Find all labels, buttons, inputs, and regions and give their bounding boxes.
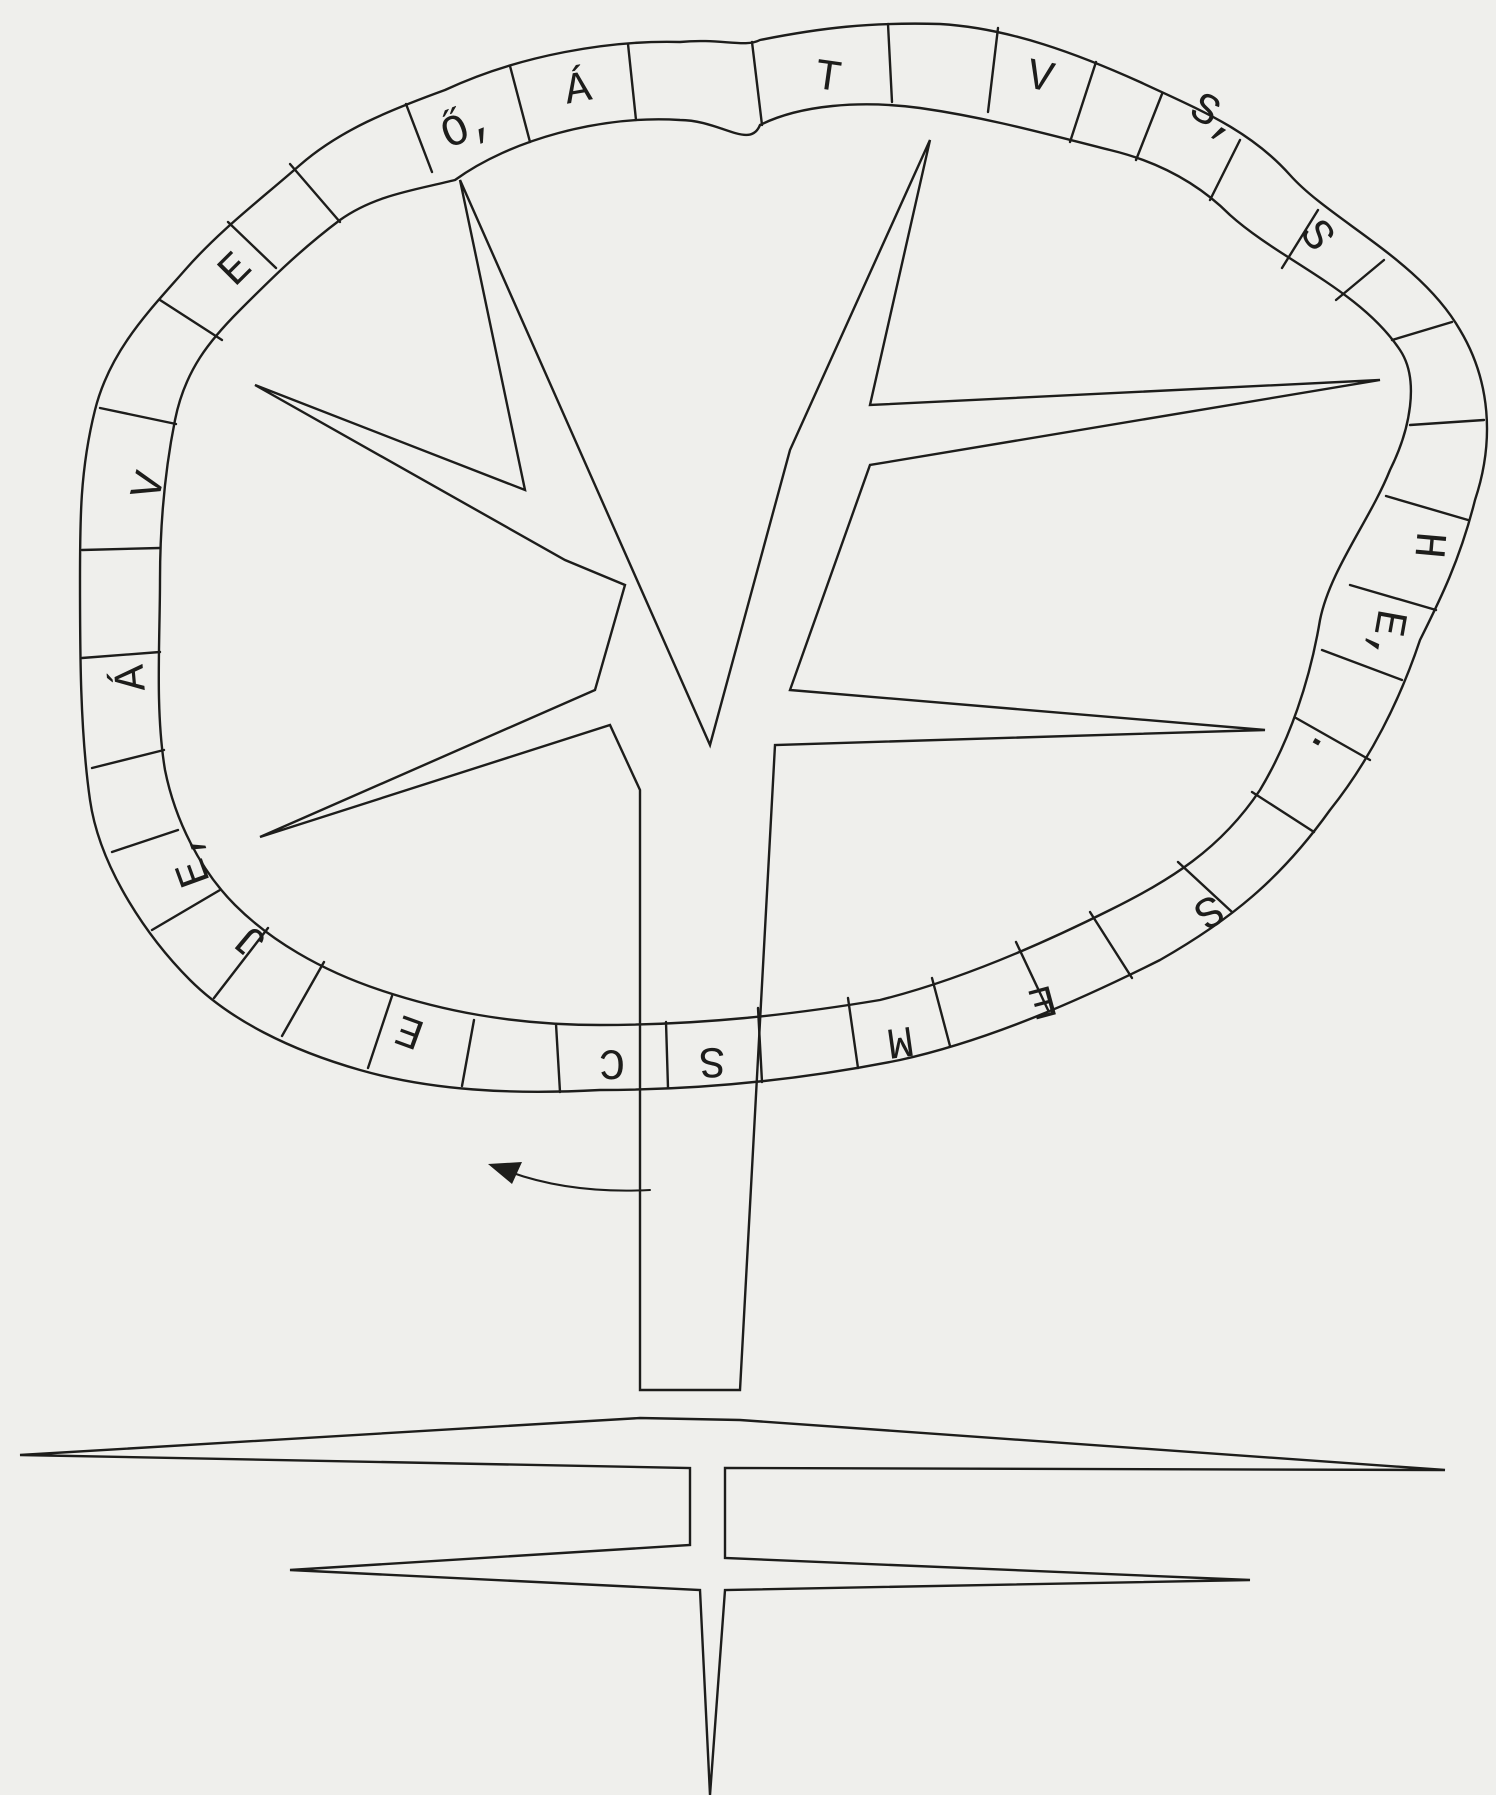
compass-star: [255, 140, 1380, 1390]
ring-cell-letter: E,: [158, 826, 223, 893]
ring-cell-letter: M: [883, 1013, 916, 1066]
cross-upper-bar: [20, 1418, 1445, 1795]
ring-cell-letter: S,: [1180, 84, 1251, 154]
ring-inner-edge: [159, 104, 1411, 1025]
ring-cell-letter: H: [1401, 530, 1453, 561]
ring-cell-dividers: [82, 24, 1484, 1092]
ring-cell-letter: J: [226, 912, 278, 967]
letter-ring: Ő, Á T V S, S H E, . S E M S C E J E, Á …: [80, 24, 1487, 1092]
ring-cell-letter: V: [123, 466, 178, 505]
ring-cell-letter: Ő,: [434, 94, 502, 162]
ring-cell-letter: S: [1287, 211, 1343, 261]
ring-cell-letter: S: [1184, 881, 1232, 938]
lower-cross: [20, 1418, 1445, 1795]
star-outline: [255, 140, 1380, 1390]
ring-cell-letter: T: [811, 52, 844, 105]
ring-cell-letter: Á: [561, 63, 596, 118]
ring-cell-letter: E: [209, 243, 263, 297]
ring-cell-letter: E,: [1356, 606, 1414, 667]
ring-cell-letter: Á: [106, 662, 159, 693]
ring-cell-letter: .: [1295, 722, 1352, 770]
ring-letters: Ő, Á T V S, S H E, . S E M S C E J E, Á …: [106, 51, 1454, 1086]
ring-cell-letter: S: [698, 1034, 726, 1085]
arrow-counterclockwise-icon: [488, 1162, 650, 1191]
ring-cell-letter: E: [389, 1001, 431, 1057]
ring-cell-letter: C: [599, 1036, 625, 1086]
ring-cell-letter: V: [1022, 51, 1059, 106]
ring-outer-edge: [80, 24, 1487, 1092]
